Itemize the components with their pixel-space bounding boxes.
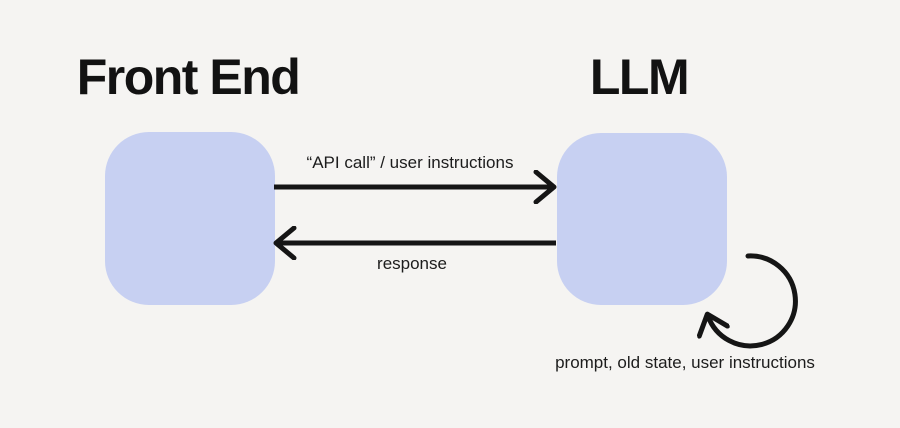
- api-call-arrow-label: “API call” / user instructions: [306, 153, 514, 172]
- front-end-node-title: Front End: [76, 49, 301, 105]
- response-arrow-label: response: [377, 254, 447, 273]
- llm-node-box: [557, 133, 727, 305]
- self-loop-arrow: [708, 253, 798, 349]
- llm-node-title: LLM: [589, 49, 690, 105]
- self-loop-arrow-label: prompt, old state, user instructions: [555, 353, 815, 372]
- front-end-node-box: [105, 132, 275, 305]
